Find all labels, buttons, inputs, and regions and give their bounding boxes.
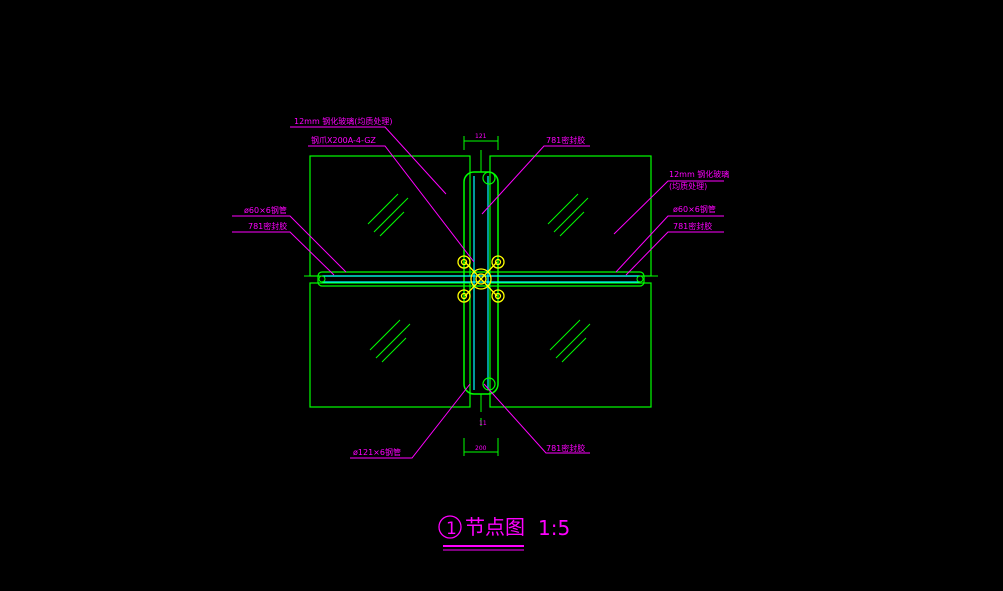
horizontal-steel-tube	[304, 271, 658, 287]
title-block: 1 节点图 1:5	[438, 515, 570, 551]
dimension-texts: 121 11 200	[475, 133, 487, 452]
label-tube-left: ø60×6钢管	[244, 205, 287, 215]
annotation-texts: 12mm 钢化玻璃(均质处理) 钢爪X200A-4-GZ ø60×6钢管 781…	[244, 116, 729, 457]
title-name: 节点图	[465, 515, 525, 539]
label-sealant-bottom-right: 781密封胶	[546, 443, 585, 453]
label-glass-right-line2: (均质处理)	[669, 181, 707, 191]
title-number-circle	[438, 515, 462, 539]
label-sealant-right: 781密封胶	[673, 221, 712, 231]
glass-panel-bottom-right	[489, 282, 652, 408]
label-glass-right-line1: 12mm 钢化玻璃	[669, 169, 729, 179]
leader-lines	[232, 126, 724, 459]
vertical-steel-tube	[463, 150, 499, 412]
dim-bottom: 200	[475, 445, 487, 452]
dim-top: 121	[475, 133, 487, 140]
title-number: 1	[446, 519, 457, 539]
label-fitting-top-left: 钢爪X200A-4-GZ	[311, 135, 376, 145]
glass-hatch-marks	[367, 193, 591, 363]
title-scale: 1:5	[538, 516, 570, 540]
dim-bottom-small: 11	[479, 420, 487, 427]
label-tube-bottom-left: ø121×6钢管	[353, 447, 401, 457]
label-sealant-left: 781密封胶	[248, 221, 287, 231]
glass-panel-bottom-left	[309, 282, 471, 408]
spider-fitting	[457, 255, 505, 303]
dimension-lines	[463, 136, 499, 456]
label-sealant-top-right: 781密封胶	[546, 135, 585, 145]
label-glass-top-left: 12mm 钢化玻璃(均质处理)	[294, 116, 393, 126]
label-tube-right: ø60×6钢管	[673, 204, 716, 214]
